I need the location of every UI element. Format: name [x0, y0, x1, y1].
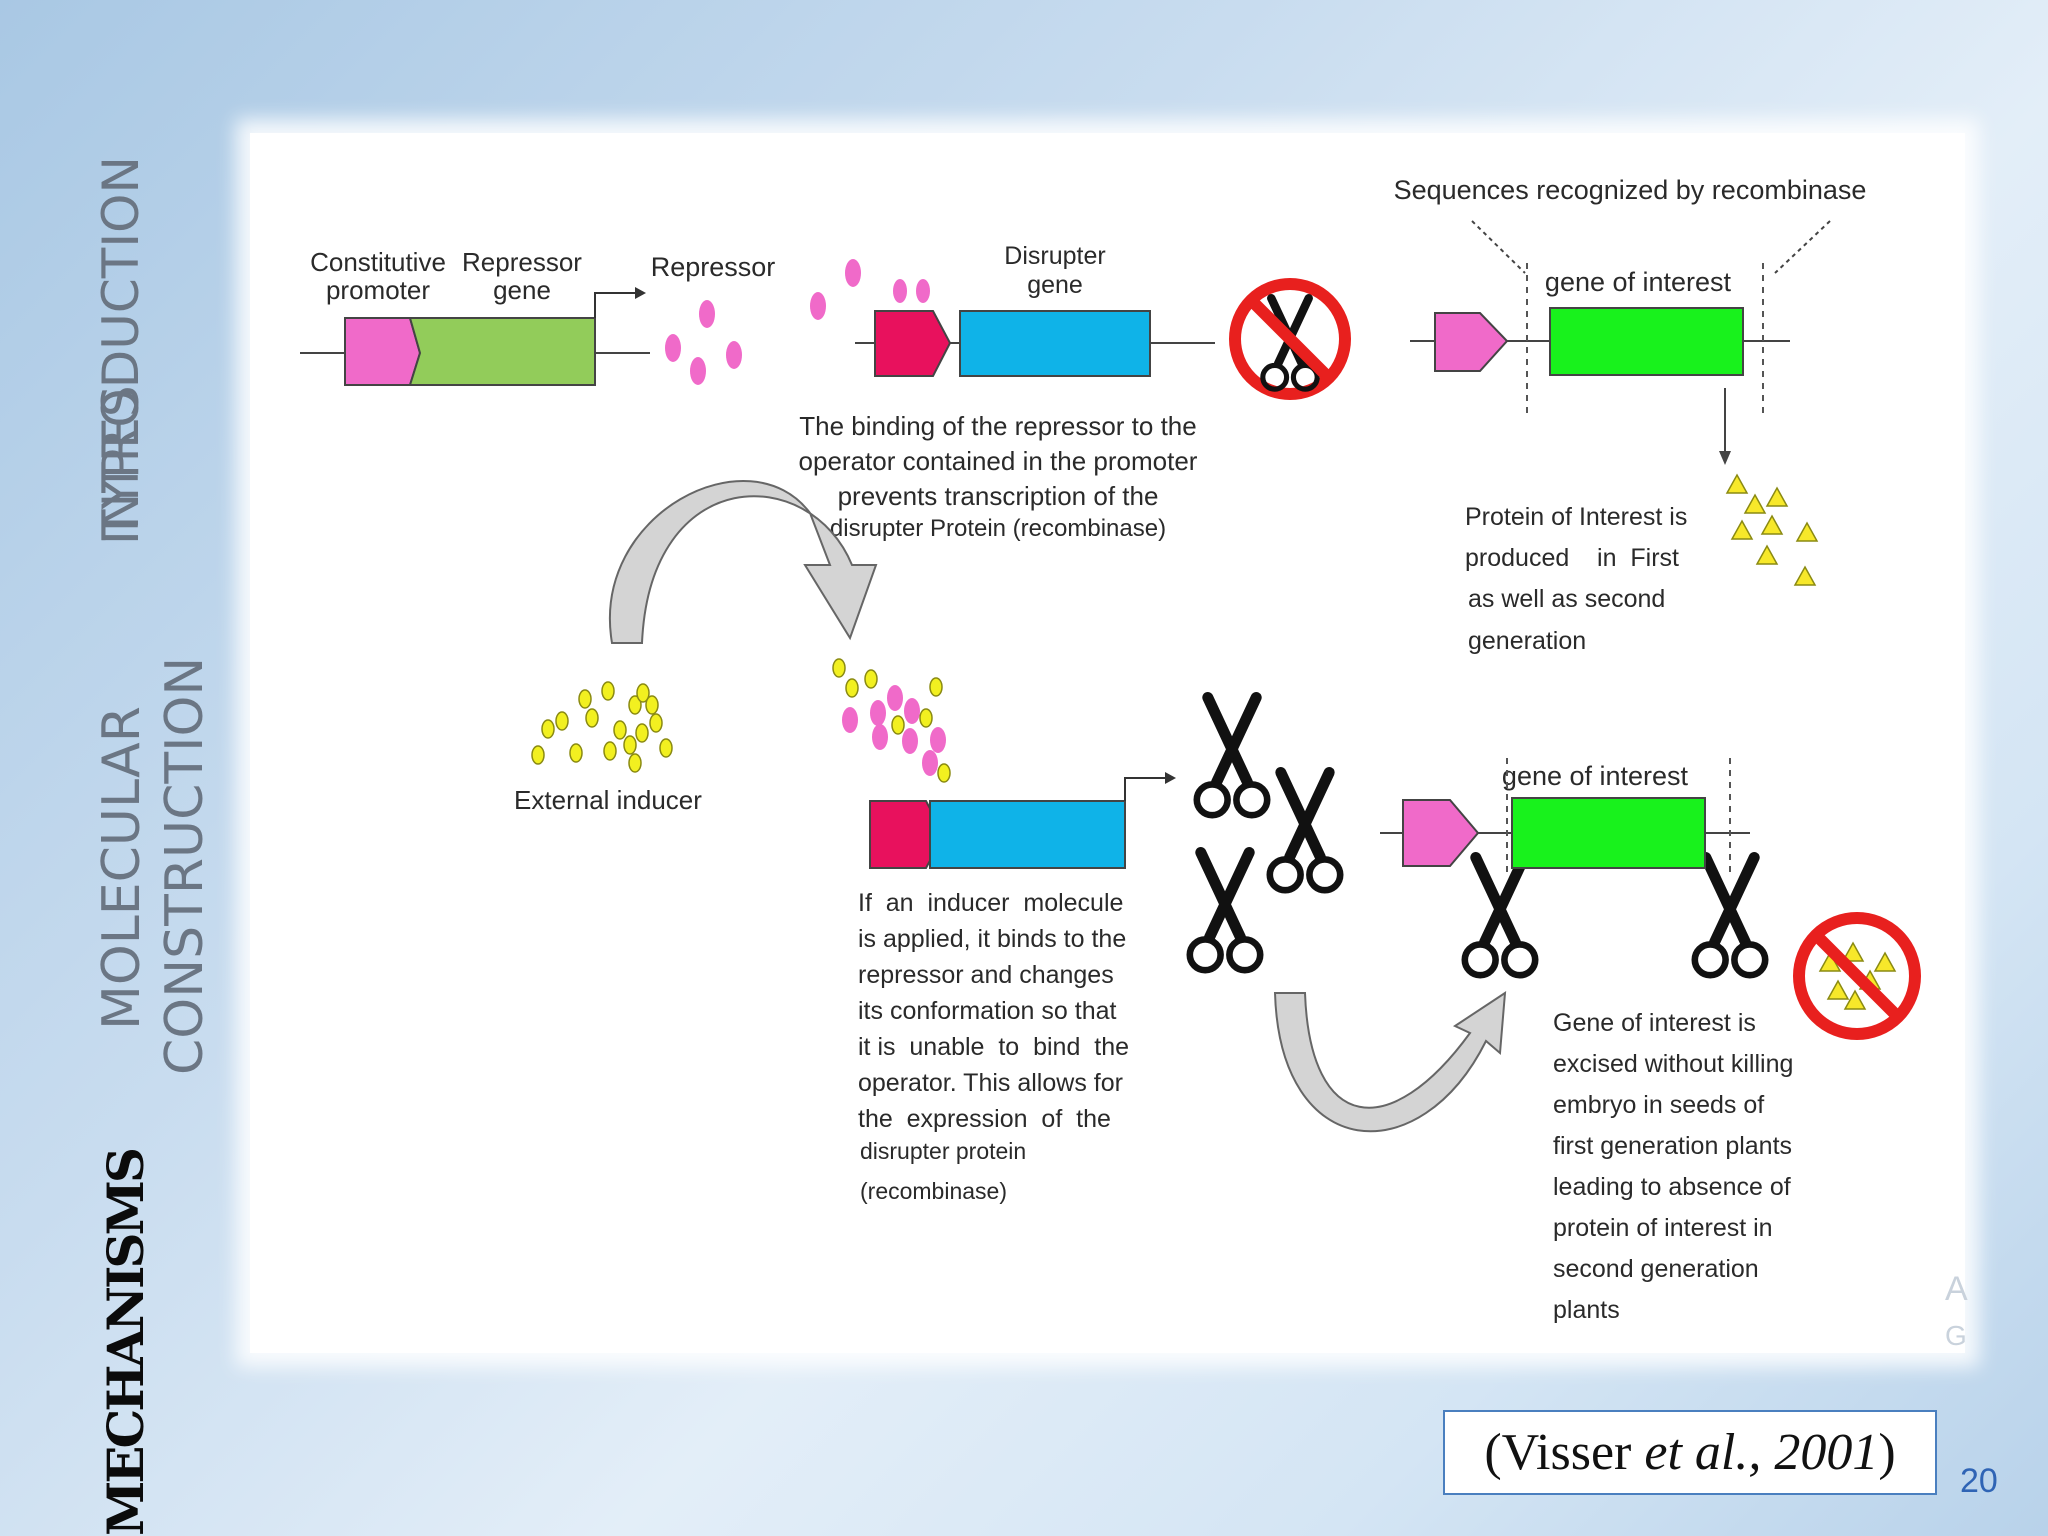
citation-close: ): [1878, 1424, 1896, 1481]
external-inducer-label: External inducer: [514, 785, 702, 815]
terminator-mechanism-diagram: Constitutive promoter Repressor gene Rep…: [300, 175, 1921, 1324]
protein-text-line-4: generation: [1468, 627, 1586, 655]
disrupter-gene-label-1: Disrupter: [1004, 242, 1105, 270]
sidebar-item-mechanisms[interactable]: MECHANISMS: [96, 1150, 155, 1536]
citation-box: (Visser et al., 2001): [1443, 1410, 1937, 1495]
constitutive-promoter-label-2: promoter: [326, 275, 430, 305]
excised-text-line-2: excised without killing: [1553, 1050, 1793, 1078]
disrupter-gene-label-2: gene: [1027, 271, 1083, 299]
edge-text-fragment: G: [1945, 1320, 1967, 1351]
goi-promoter-shape-top: [1434, 312, 1509, 372]
prohibited-protein-icon: [1793, 912, 1921, 1040]
scissors-icon: [1190, 853, 1260, 971]
repressor-molecules: [665, 259, 861, 385]
inducer-text-line-6: operator. This allows for: [858, 1069, 1123, 1097]
excised-text-line-7: second generation: [1553, 1255, 1759, 1283]
gene-of-interest-label-bottom: gene of interest: [1502, 761, 1689, 791]
inducer-text-line-3: repressor and changes: [858, 961, 1114, 989]
constitutive-promoter-shape: [344, 317, 422, 386]
protein-text-line-3: as well as second: [1468, 585, 1665, 613]
inducer-repressor-complexes: [832, 658, 951, 783]
repressor-label: Repressor: [651, 252, 776, 282]
recombinase-sequences-label: Sequences recognized by recombinase: [1394, 175, 1867, 205]
page-number: 20: [1960, 1462, 1998, 1500]
repressor-gene-shape: [408, 317, 596, 386]
curved-arrow-down: [609, 480, 878, 644]
protein-text-line-2: produced in First: [1465, 544, 1679, 572]
sidebar-item-molecular[interactable]: MOLECULAR: [92, 706, 152, 1030]
disrupter-promoter-shape: [874, 310, 952, 377]
excised-text-line-3: embryo in seeds of: [1553, 1091, 1764, 1119]
gene-of-interest-label-top: gene of interest: [1545, 267, 1732, 297]
inducer-text-line-7: the expression of the: [858, 1105, 1111, 1133]
prohibited-scissors-icon: [1229, 278, 1351, 400]
inducer-text-line-5: it is unable to bind the: [858, 1033, 1129, 1061]
scissors-icon: [1465, 858, 1535, 976]
sidebar-item-construction[interactable]: CONSTRUCTION: [155, 656, 215, 1075]
inducer-text-line-9: (recombinase): [860, 1178, 1007, 1204]
scissors-icon: [1695, 858, 1765, 976]
citation-etal-year: et al., 2001: [1644, 1424, 1879, 1481]
protein-triangles: [1726, 474, 1818, 586]
binding-text-line-2: operator contained in the promoter: [799, 446, 1198, 476]
binding-text-line-3: prevents transcription of the: [838, 481, 1159, 511]
inducer-text-line-8: disrupter protein: [860, 1138, 1026, 1164]
excised-text-line-1: Gene of interest is: [1553, 1009, 1756, 1037]
protein-text-line-1: Protein of Interest is: [1465, 503, 1687, 531]
inducer-molecules: [531, 681, 673, 773]
scissors-icon: [1197, 698, 1267, 816]
repressor-gene-label-2: gene: [493, 275, 551, 305]
transcription-arrow-1: [594, 292, 635, 318]
curved-arrow-up: [1273, 991, 1507, 1133]
transcription-arrow-2: [1124, 777, 1165, 801]
excised-text-line-6: protein of interest in: [1553, 1214, 1773, 1242]
disrupter-gene-shape-active: [929, 800, 1126, 869]
edge-text-fragment: A: [1945, 1270, 1968, 1308]
diagram-panel: Constitutive promoter Repressor gene Rep…: [250, 133, 1965, 1353]
binding-text-line-4: disrupter Protein (recombinase): [830, 515, 1166, 542]
sidebar-item-types[interactable]: TYPES: [92, 385, 150, 540]
bound-repressors: [893, 279, 930, 303]
scissors-icon: [1270, 773, 1340, 891]
excised-text-line-4: first generation plants: [1553, 1132, 1792, 1160]
binding-text-line-1: The binding of the repressor to the: [799, 411, 1196, 441]
inducer-text-line-2: is applied, it binds to the: [858, 925, 1126, 953]
disrupter-gene-shape: [959, 310, 1151, 377]
goi-promoter-shape-bottom: [1402, 799, 1480, 867]
excised-text-line-5: leading to absence of: [1553, 1173, 1791, 1201]
gene-of-interest-shape-bottom: [1511, 797, 1706, 869]
citation-author: (Visser: [1484, 1424, 1645, 1481]
inducer-text-line-4: its conformation so that: [858, 997, 1117, 1025]
inducer-text-line-1: If an inducer molecule: [858, 889, 1123, 917]
constitutive-promoter-label-1: Constitutive: [310, 247, 446, 277]
excised-text-line-8: plants: [1553, 1296, 1620, 1324]
repressor-gene-label-1: Repressor: [462, 247, 582, 277]
gene-of-interest-shape-top: [1549, 307, 1744, 376]
